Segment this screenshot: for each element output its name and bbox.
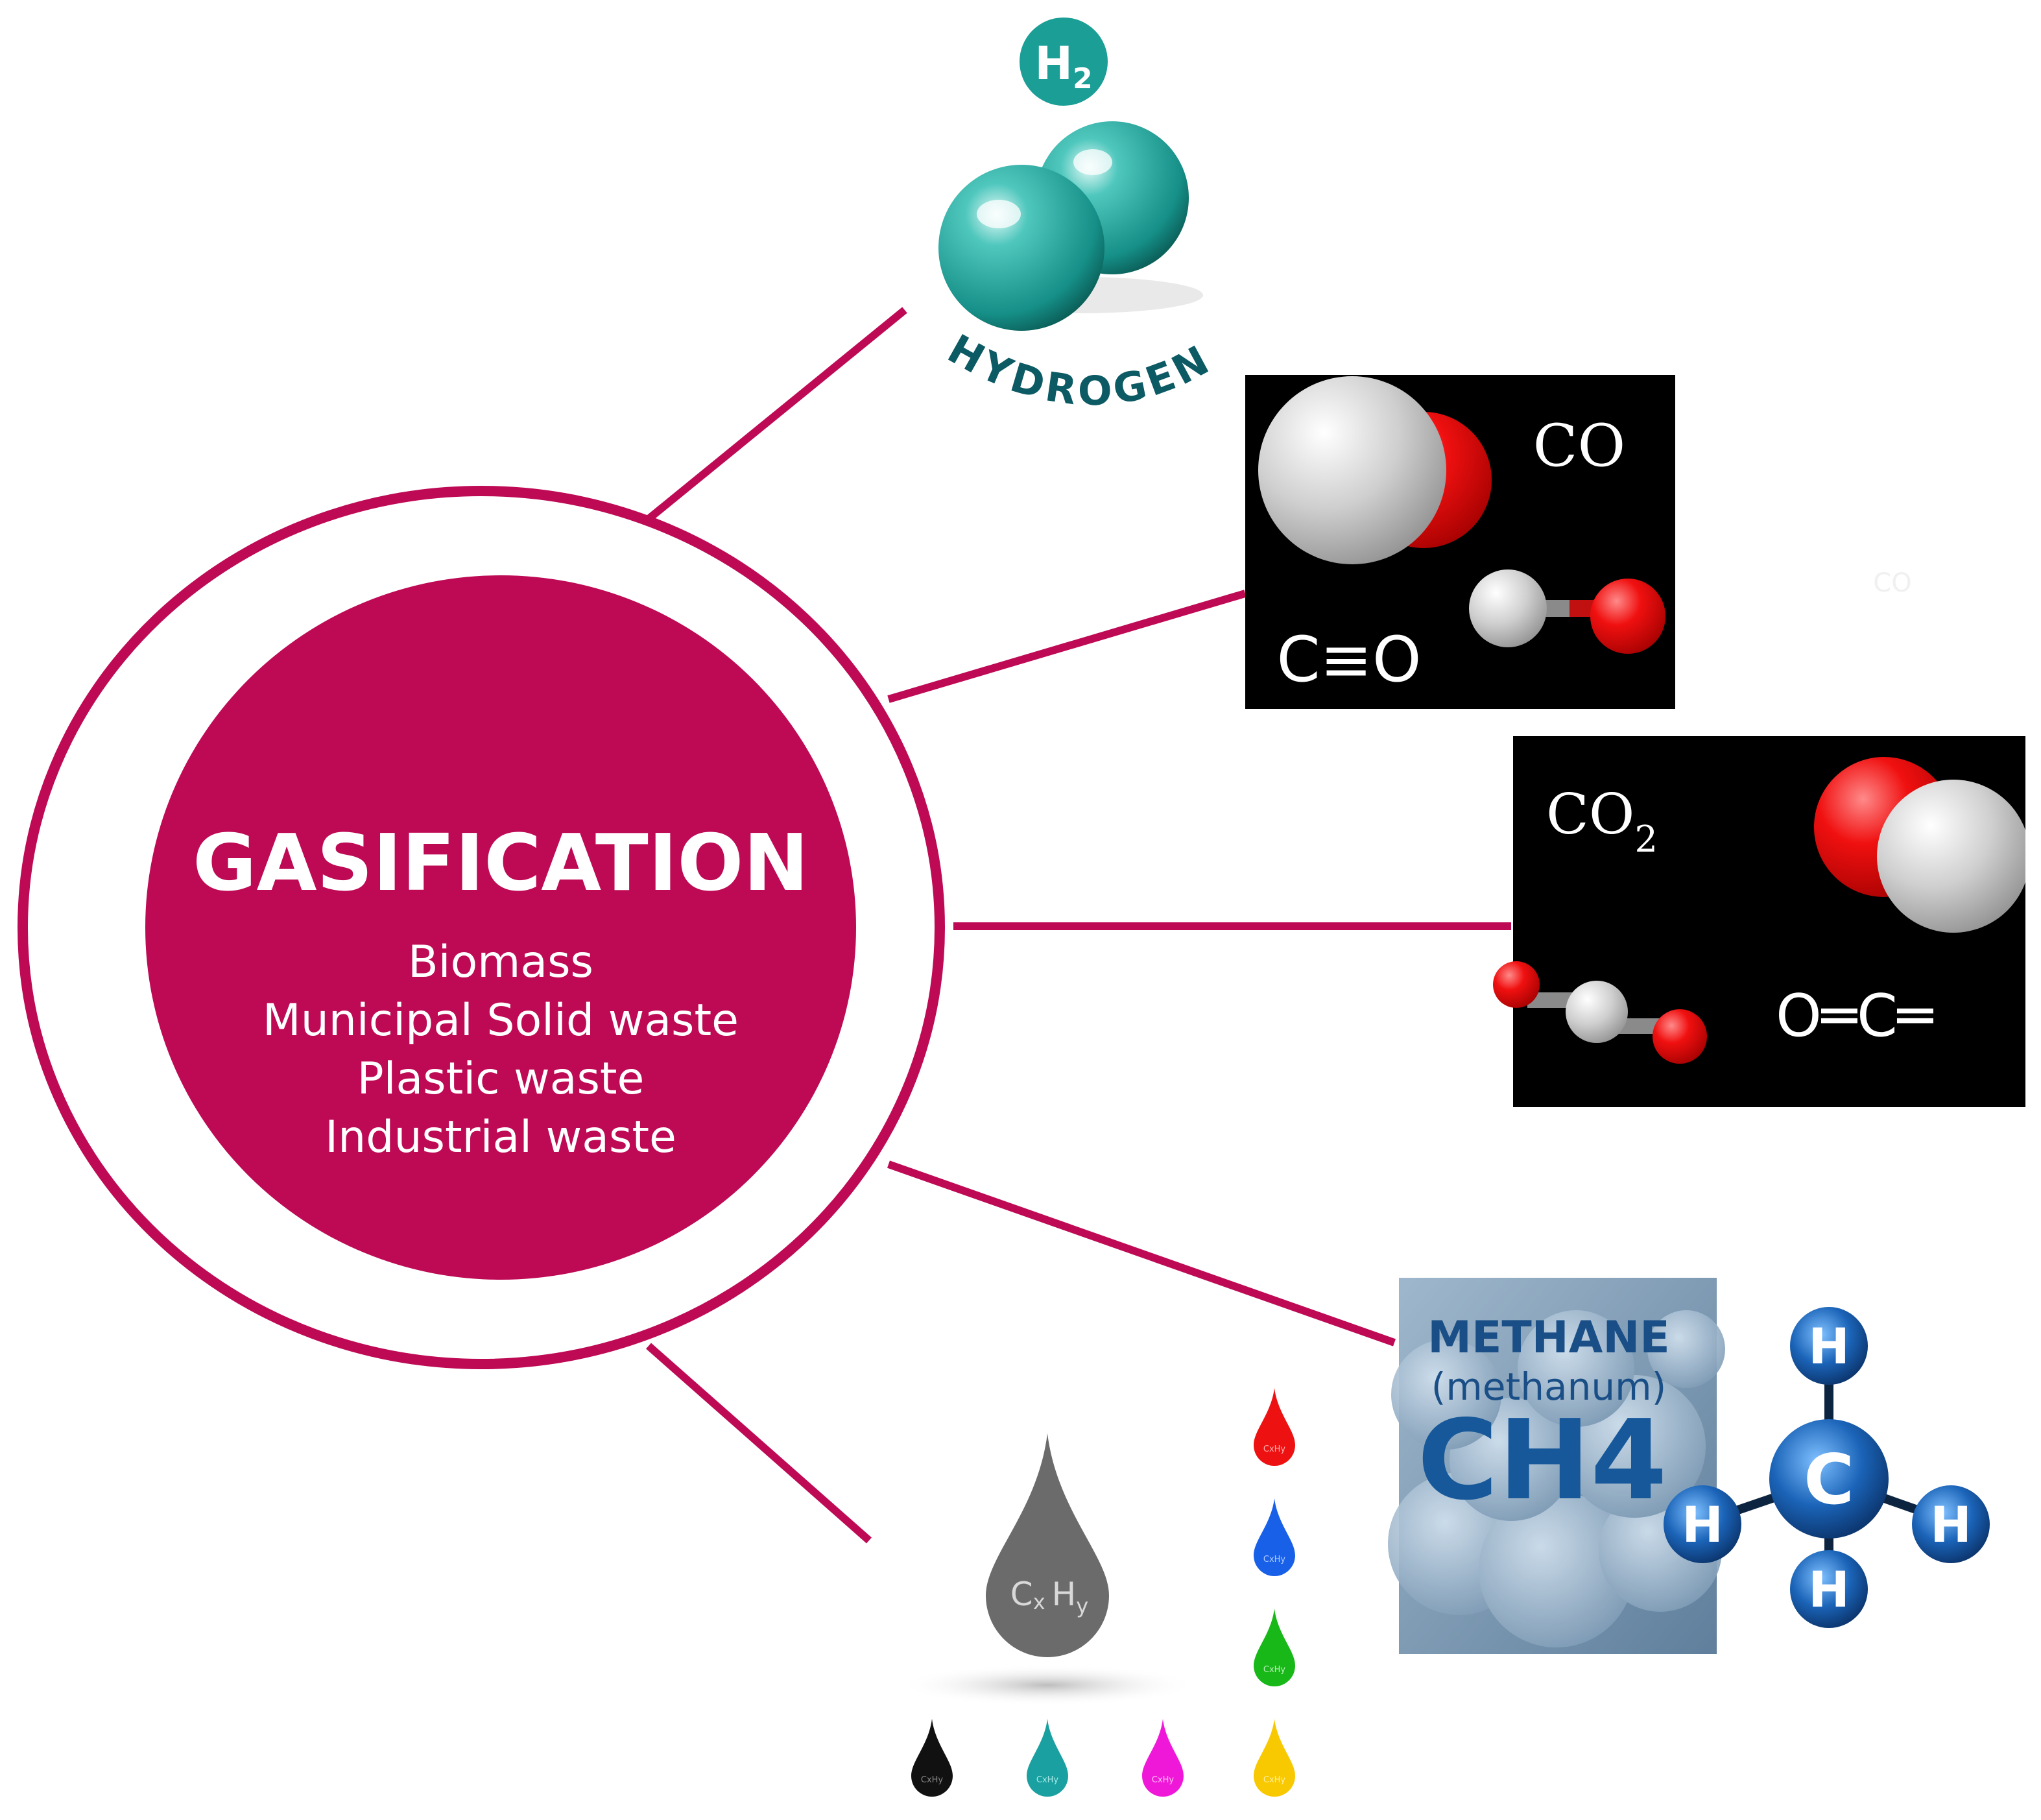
svg-text:H: H xyxy=(1808,1317,1850,1375)
co-formula: CO xyxy=(1533,412,1626,480)
hydrogen-atom-left xyxy=(938,165,1104,331)
drop-green: CxHy xyxy=(1254,1609,1295,1686)
connector-hydrogen xyxy=(646,307,907,522)
co2-carbon-atom xyxy=(1877,780,2030,933)
connector-methane xyxy=(887,1160,1396,1347)
svg-text:CxHy: CxHy xyxy=(1010,1575,1088,1618)
co-structural: C≡O xyxy=(1276,623,1421,696)
co2-formula: CO xyxy=(1546,782,1634,847)
svg-text:CxHy: CxHy xyxy=(1263,1665,1286,1675)
co-carbon-atom xyxy=(1258,376,1446,564)
drop-cxhy-large xyxy=(986,1433,1109,1657)
svg-text:CxHy: CxHy xyxy=(1036,1775,1059,1785)
methane-name: METHANE xyxy=(1427,1312,1669,1363)
drop-yellow: CxHy xyxy=(1254,1719,1295,1797)
co2-ball-carbon xyxy=(1566,981,1628,1043)
svg-text:CxHy: CxHy xyxy=(921,1775,944,1785)
feedstock-industrial: Industrial waste xyxy=(325,1112,676,1163)
svg-text:CxHy: CxHy xyxy=(1152,1775,1175,1785)
co2-ball-oxygen-right xyxy=(1653,1009,1707,1064)
feedstock-biomass: Biomass xyxy=(408,937,593,988)
co-ball-carbon xyxy=(1469,569,1547,647)
h2-badge xyxy=(1020,18,1108,106)
hydrogen-label: HYDROGEN xyxy=(940,325,1219,414)
methane-bubbles xyxy=(1388,1310,1725,1647)
feedstock-plastic: Plastic waste xyxy=(357,1053,645,1105)
svg-text:CxHy: CxHy xyxy=(1263,1775,1286,1785)
drop-blue: CxHy xyxy=(1254,1498,1295,1576)
drop-red: CxHy xyxy=(1254,1388,1295,1466)
carbon-monoxide-panel: CO C≡O xyxy=(1245,375,1675,709)
connector-lines xyxy=(646,307,1511,1544)
co-faint-label: CO xyxy=(1873,568,1911,598)
methane-hydrogen-right xyxy=(1912,1485,1990,1563)
methane-latin: (methanum) xyxy=(1431,1365,1667,1409)
drop-magenta: CxHy xyxy=(1142,1719,1184,1797)
svg-text:H: H xyxy=(1930,1496,1972,1553)
connector-carbon-monoxide xyxy=(887,590,1247,703)
hub-title: GASIFICATION xyxy=(193,819,809,909)
drop-teal: CxHy xyxy=(1027,1719,1068,1797)
svg-text:CxHy: CxHy xyxy=(1263,1444,1286,1454)
drop-black: CxHy xyxy=(911,1719,953,1797)
connector-hydrocarbons xyxy=(646,1343,872,1544)
svg-text:H: H xyxy=(1682,1496,1723,1553)
methane-formula: CH4 xyxy=(1417,1396,1667,1525)
svg-text:C: C xyxy=(1804,1440,1854,1520)
h2-badge-symbol: H xyxy=(1034,37,1073,90)
co2-ball-oxygen-left xyxy=(1493,961,1540,1008)
svg-text:H2: H2 xyxy=(1034,37,1092,95)
co2-structural: O═C═ xyxy=(1776,982,1934,1050)
svg-text:H: H xyxy=(1808,1561,1850,1618)
methane-hydrogen-top xyxy=(1790,1307,1868,1385)
gasification-hub: GASIFICATION Biomass Municipal Solid was… xyxy=(18,486,945,1369)
hydrogen-molecule: H2 HYDROGEN xyxy=(938,18,1219,415)
svg-text:CO2: CO2 xyxy=(1546,782,1658,861)
h2-badge-subscript: 2 xyxy=(1073,62,1093,95)
svg-text:CxHy: CxHy xyxy=(1263,1555,1286,1564)
methane-hydrogen-left xyxy=(1664,1485,1741,1563)
methane-panel: METHANE (methanum) CH4 C H H H H xyxy=(1388,1278,1990,1654)
co-ball-oxygen xyxy=(1590,579,1665,654)
carbon-dioxide-panel: CO2 O═C═ xyxy=(1493,736,2041,1112)
methane-hydrogen-bottom xyxy=(1790,1550,1868,1628)
co2-subscript: 2 xyxy=(1634,819,1658,861)
feedstock-msw: Municipal Solid waste xyxy=(263,995,739,1046)
inner-disc xyxy=(145,575,856,1280)
methane-carbon-atom xyxy=(1769,1419,1889,1539)
